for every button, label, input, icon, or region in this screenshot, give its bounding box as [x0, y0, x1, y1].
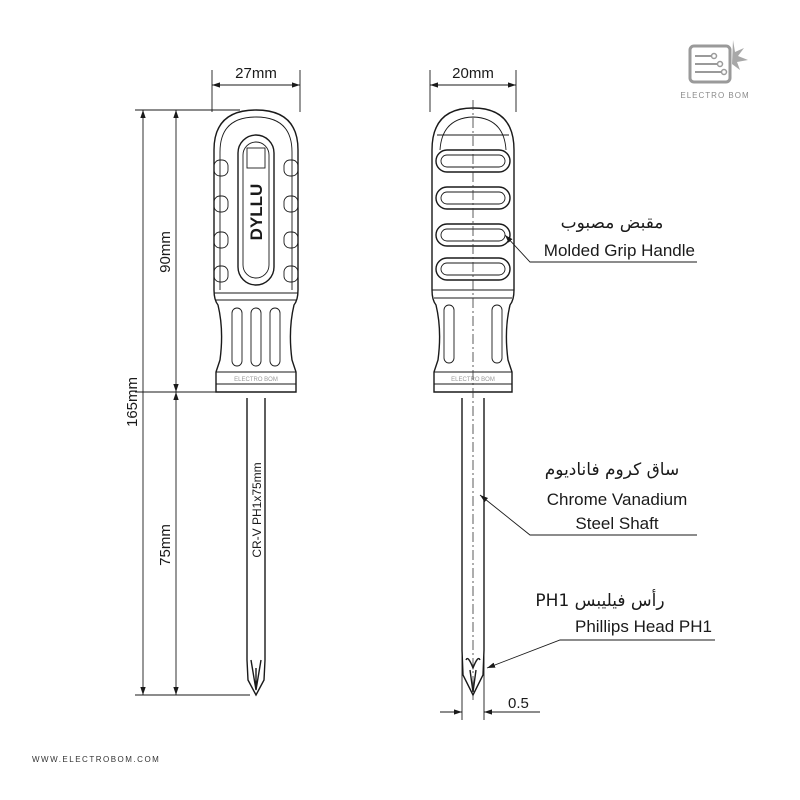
tip-label-arabic: رأس فيليبس PH1	[535, 589, 664, 611]
handle-imprint: ELECTRO BOM	[234, 377, 278, 383]
handle-brand: DYLLU	[247, 184, 266, 241]
front-phillips-tip	[246, 659, 266, 697]
side-view: ELECTRO BOM	[431, 100, 515, 700]
callout-shaft: ساق كروم فاناديوم Chrome Vanadium Steel …	[479, 460, 697, 536]
front-handle-outline	[213, 109, 299, 393]
grip-label-english: Molded Grip Handle	[544, 241, 695, 260]
callout-tip: رأس فيليبس PH1 Phillips Head PH1	[486, 589, 715, 669]
dim-total-length: 165mm	[124, 377, 141, 427]
callout-grip: مقبض مصبوب Molded Grip Handle	[504, 213, 697, 263]
tip-label-english: Phillips Head PH1	[575, 617, 712, 636]
grip-label-arabic: مقبض مصبوب	[561, 213, 664, 233]
shaft-marking: CR-V PH1x75mm	[250, 462, 264, 557]
side-phillips-tip	[461, 649, 485, 697]
grip-nubs	[213, 159, 299, 283]
front-view: DYLLU ELECTRO BOM CR-V PH1x75mm	[213, 109, 299, 697]
dim-tip-offset: 0.5	[508, 695, 529, 712]
electrobom-logo: ELECTRO BOM	[680, 40, 749, 100]
logo-text: ELECTRO BOM	[680, 91, 749, 100]
dimension-lines-front: 27mm 165mm 90mm 75mm	[124, 65, 301, 696]
dim-handle-width-side: 20mm	[452, 65, 494, 82]
dimension-lines-side: 20mm 0.5	[429, 65, 540, 720]
footer-url[interactable]: WWW.ELECTROBOM.COM	[32, 755, 161, 764]
dim-handle-width-front: 27mm	[235, 65, 277, 82]
dim-handle-length: 90mm	[157, 231, 174, 273]
shaft-label-english-2: Steel Shaft	[575, 514, 658, 533]
shaft-label-english-1: Chrome Vanadium	[547, 490, 687, 509]
dim-shaft-length: 75mm	[157, 524, 174, 566]
shaft-label-arabic: ساق كروم فاناديوم	[545, 460, 679, 480]
